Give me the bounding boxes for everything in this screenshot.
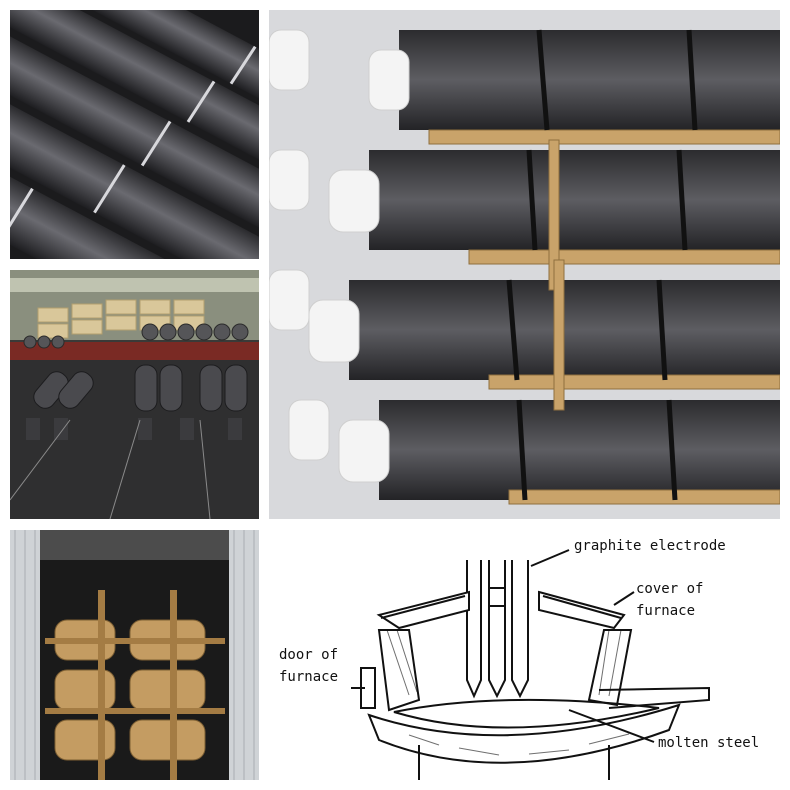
photo-electrode-stack <box>269 10 780 519</box>
furnace-diagram: graphite electrode cover of furnace door… <box>269 530 780 780</box>
photo-electrode-closeup <box>10 10 259 259</box>
label-cover-of-furnace-line2: furnace <box>636 603 696 619</box>
label-molten-steel: molten steel <box>658 735 760 751</box>
furnace-drawing <box>351 549 710 780</box>
photo-shipping-container <box>10 530 259 780</box>
label-graphite-electrode: graphite electrode <box>574 538 726 554</box>
label-door-of-furnace-line1: door of <box>279 647 339 663</box>
label-cover-of-furnace-line1: cover of <box>636 581 704 597</box>
label-door-of-furnace-line2: furnace <box>279 669 339 685</box>
photo-warehouse <box>10 270 259 519</box>
